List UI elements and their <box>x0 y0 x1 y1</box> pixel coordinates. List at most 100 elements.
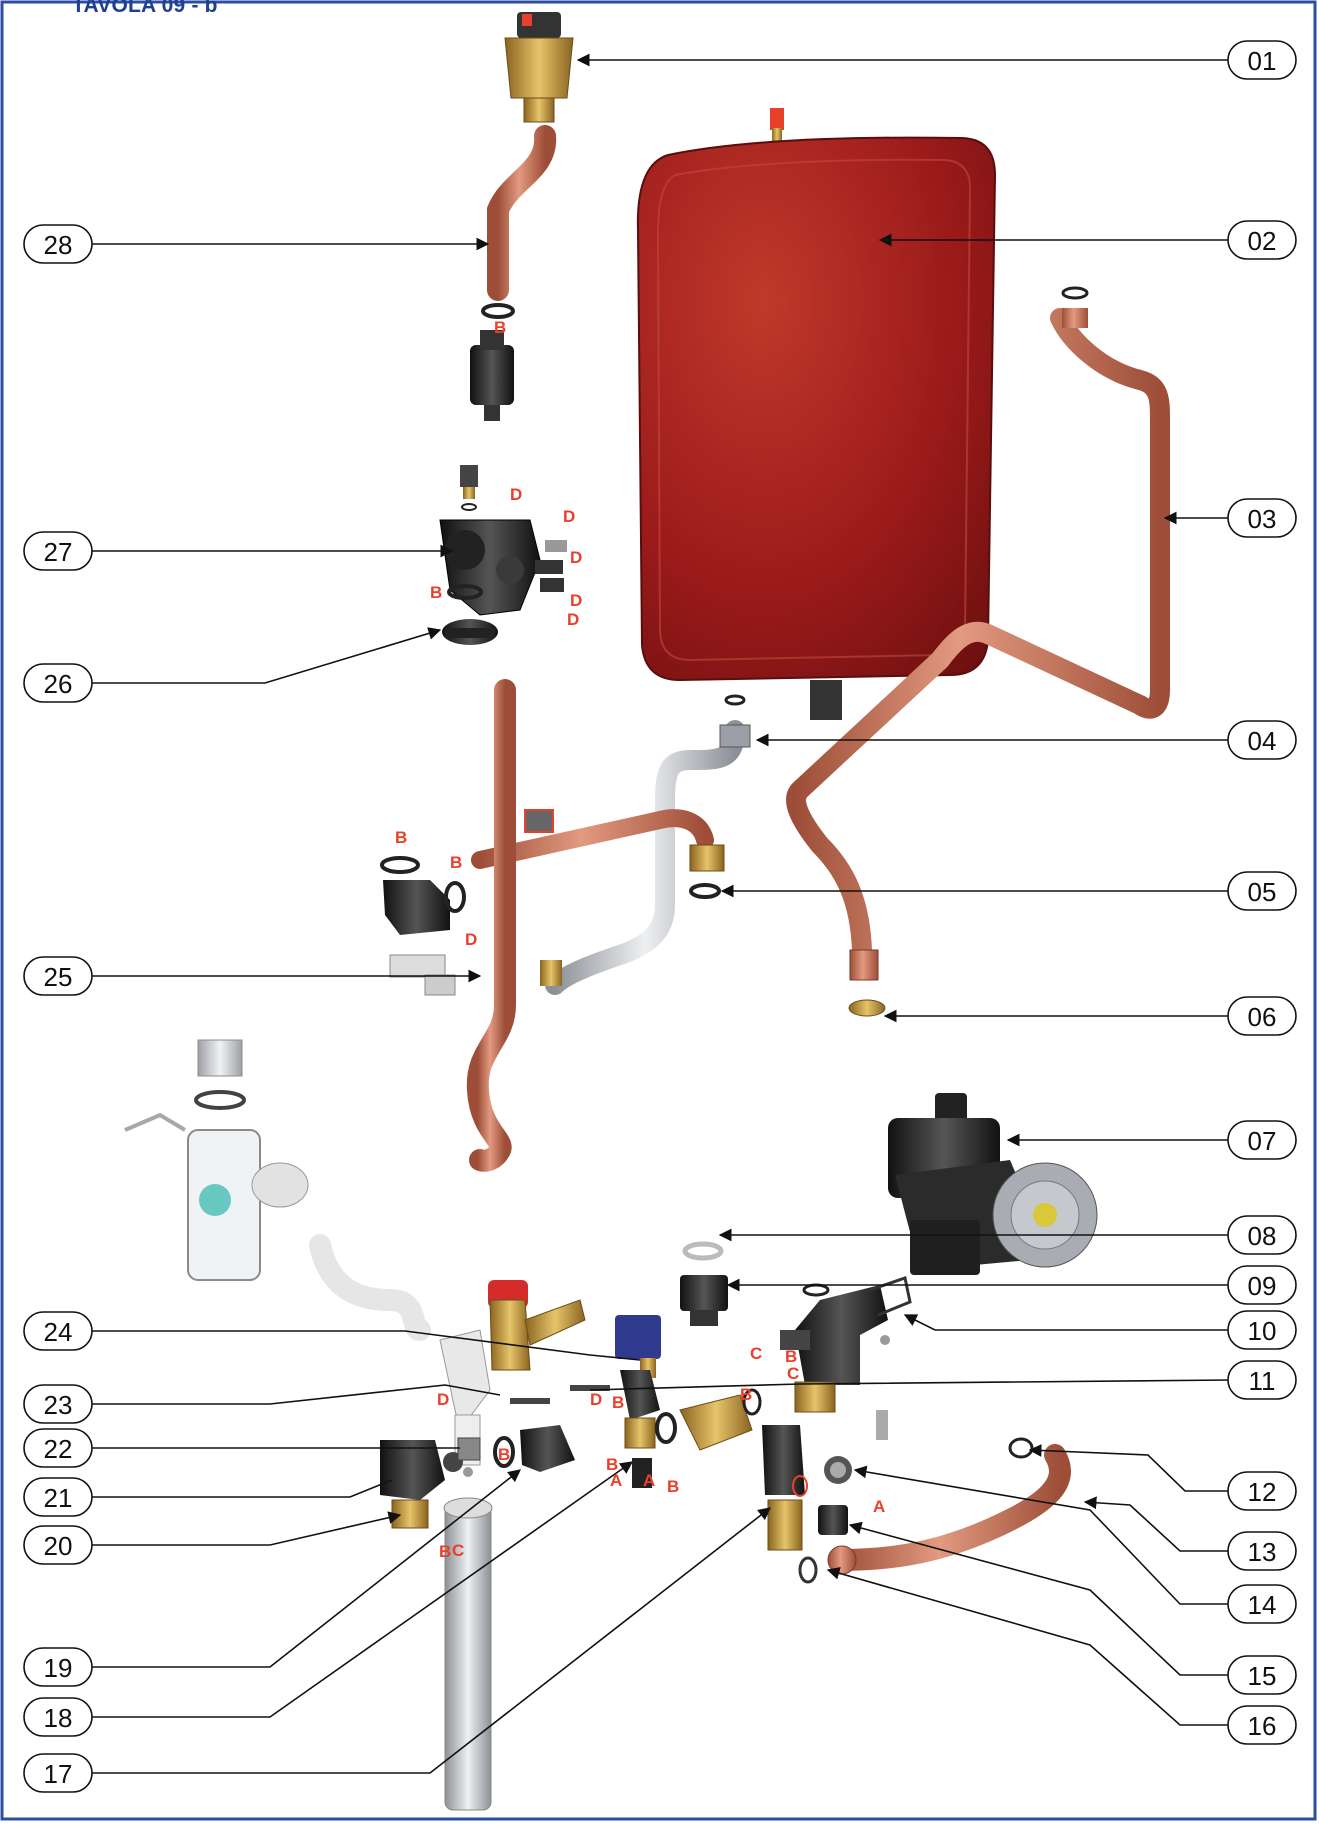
callout-group: 0102030405060708091011121314151617181920… <box>23 40 1297 1793</box>
callout-label: 02 <box>1248 226 1277 256</box>
tube-top <box>443 1497 493 1519</box>
part-06-washer <box>848 999 886 1017</box>
callout-23: 23 <box>23 1384 93 1424</box>
callout-bubble <box>23 224 93 264</box>
callout-21: 21 <box>23 1477 93 1517</box>
callout-bubble <box>1227 1265 1297 1305</box>
part-letter-b: B <box>612 1393 624 1412</box>
callout-bubble <box>1227 1471 1297 1511</box>
pipe-end <box>849 949 879 981</box>
callout-bubble <box>1227 498 1297 538</box>
callout-05: 05 <box>1227 871 1297 911</box>
callout-bubble <box>23 1753 93 1793</box>
part-letter-c: C <box>452 1541 464 1560</box>
part-letter-a: A <box>873 1497 885 1516</box>
callout-04: 04 <box>1227 720 1297 760</box>
callout-bubble <box>23 663 93 703</box>
callout-label: 19 <box>44 1653 73 1683</box>
part-24-solenoid-valve <box>615 1315 661 1488</box>
callout-bubble <box>1227 1531 1297 1571</box>
callout-label: 28 <box>44 230 73 260</box>
part-letter-d: D <box>563 507 575 526</box>
callout-10: 10 <box>1227 1310 1297 1350</box>
small-clip <box>524 809 554 833</box>
part-letter-d: D <box>437 1390 449 1409</box>
part-letter-c: C <box>750 1344 762 1363</box>
callout-bubble <box>23 1647 93 1687</box>
callout-label: 05 <box>1248 877 1277 907</box>
callout-bubble <box>1227 1310 1297 1350</box>
part-letter-d: D <box>570 548 582 567</box>
callout-label: 21 <box>44 1483 73 1513</box>
o-ring <box>481 303 515 319</box>
callout-bubble <box>23 1311 93 1351</box>
callout-label: 15 <box>1248 1661 1277 1691</box>
part-01-air-vent <box>504 12 574 123</box>
callout-24: 24 <box>23 1311 93 1351</box>
part-letter-b: B <box>439 1542 451 1561</box>
pipe-fitting <box>719 724 751 748</box>
callout-label: 14 <box>1248 1590 1277 1620</box>
callout-label: 06 <box>1248 1002 1277 1032</box>
part-safety-valve <box>488 1280 586 1371</box>
callout-20: 20 <box>23 1525 93 1565</box>
part-13-pipe <box>829 1444 1071 1571</box>
callout-11: 11 <box>1227 1360 1297 1400</box>
part-10-valve-body <box>780 1276 912 1440</box>
part-letter-c: C <box>787 1364 799 1383</box>
callout-label: 03 <box>1248 504 1277 534</box>
callout-01: 01 <box>1227 40 1297 80</box>
part-letter-b: B <box>395 828 407 847</box>
callout-03: 03 <box>1227 498 1297 538</box>
callout-13: 13 <box>1227 1531 1297 1571</box>
callout-bubble <box>1227 1360 1297 1400</box>
callout-label: 24 <box>44 1317 73 1347</box>
callout-label: 20 <box>44 1531 73 1561</box>
callout-25: 25 <box>23 956 93 996</box>
part-letter-d: D <box>465 930 477 949</box>
part-25-pipe <box>466 679 516 1172</box>
brass-nut <box>689 844 725 872</box>
part-letter-b: B <box>430 583 442 602</box>
part-copper-pipe <box>471 809 714 869</box>
part-letter-b: B <box>450 853 462 872</box>
part-elbow-fitting <box>380 856 466 996</box>
part-19-valve <box>493 1425 575 1472</box>
callout-label: 13 <box>1248 1537 1277 1567</box>
callout-bubble <box>23 531 93 571</box>
callout-bubble <box>23 1697 93 1737</box>
callout-26: 26 <box>23 663 93 703</box>
callout-label: 08 <box>1248 1221 1277 1251</box>
part-letter-a: A <box>643 1471 655 1490</box>
callout-label: 22 <box>44 1434 73 1464</box>
callout-bubble <box>1227 220 1297 260</box>
o-ring <box>724 694 746 706</box>
part-05-o-ring <box>689 883 721 899</box>
part-small-sensor <box>460 465 478 511</box>
callout-14: 14 <box>1227 1584 1297 1624</box>
callout-06: 06 <box>1227 996 1297 1036</box>
part-letter-a: A <box>610 1471 622 1490</box>
part-pressure-switch <box>470 330 514 421</box>
callout-bubble <box>23 956 93 996</box>
callout-17: 17 <box>23 1753 93 1793</box>
callout-bubble <box>1227 1215 1297 1255</box>
callout-bubble <box>23 1525 93 1565</box>
callout-bubble <box>1227 871 1297 911</box>
callout-label: 11 <box>1249 1366 1276 1396</box>
page-title: TAVOLA 09 - b <box>72 0 218 17</box>
callout-bubble <box>1227 996 1297 1036</box>
part-04-pipe <box>545 720 745 995</box>
callout-bubble <box>1227 1120 1297 1160</box>
callout-bubble <box>1227 1655 1297 1695</box>
part-28-pipe <box>487 125 557 301</box>
part-12-o-ring <box>1008 1437 1034 1459</box>
callout-08: 08 <box>1227 1215 1297 1255</box>
part-02-expansion-vessel <box>636 108 997 720</box>
callout-bubble <box>1227 720 1297 760</box>
part-11-bypass <box>655 1388 762 1451</box>
part-14-gauge <box>824 1456 852 1484</box>
